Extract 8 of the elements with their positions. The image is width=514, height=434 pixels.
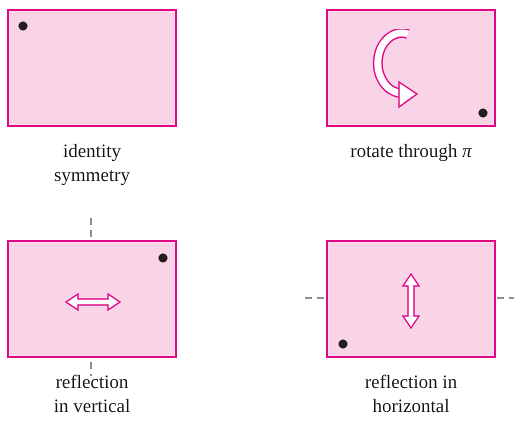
node-label: reflection in horizontal bbox=[364, 371, 458, 419]
node-label: rotate through π bbox=[349, 140, 473, 164]
node-label: identity symmetry bbox=[53, 140, 131, 188]
rectangle bbox=[7, 9, 177, 127]
rectangle bbox=[326, 240, 496, 358]
rectangle bbox=[7, 240, 177, 358]
node-label: reflection in vertical bbox=[52, 371, 132, 419]
rectangle bbox=[326, 9, 496, 127]
